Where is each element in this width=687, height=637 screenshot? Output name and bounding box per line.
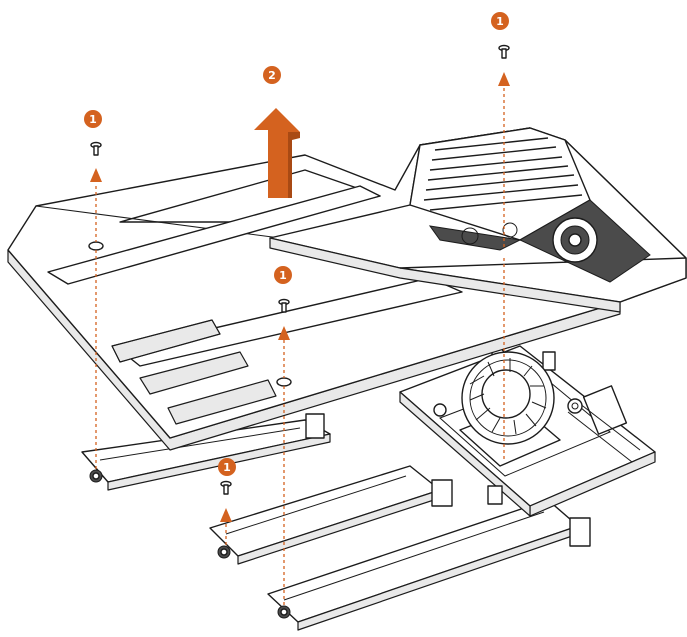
- step-marker-1-lower: 1: [218, 458, 236, 476]
- m2-ssd-middle: [209, 465, 453, 565]
- m2-ssd-bottom: [267, 499, 591, 631]
- svg-text:1: 1: [89, 113, 97, 126]
- m2-ssd-left: [81, 413, 331, 491]
- screw-alignment-guides: [95, 88, 505, 608]
- chipset-fan: [461, 351, 555, 445]
- screw-top-right: [498, 44, 510, 86]
- step-marker-2: 2: [263, 66, 281, 84]
- svg-text:1: 1: [279, 269, 287, 282]
- screw-lower: [220, 480, 232, 522]
- svg-text:1: 1: [496, 15, 504, 28]
- screw-center: [278, 298, 290, 340]
- step-marker-1-top-left: 1: [84, 110, 102, 128]
- heatsink-decorative-top: [269, 127, 687, 313]
- svg-text:1: 1: [223, 461, 231, 474]
- svg-text:2: 2: [268, 69, 276, 82]
- lift-arrow-icon: [254, 108, 300, 198]
- step-marker-1-center: 1: [274, 266, 292, 284]
- step-marker-1-top-right: 1: [491, 12, 509, 30]
- screw-top-left: [90, 141, 102, 182]
